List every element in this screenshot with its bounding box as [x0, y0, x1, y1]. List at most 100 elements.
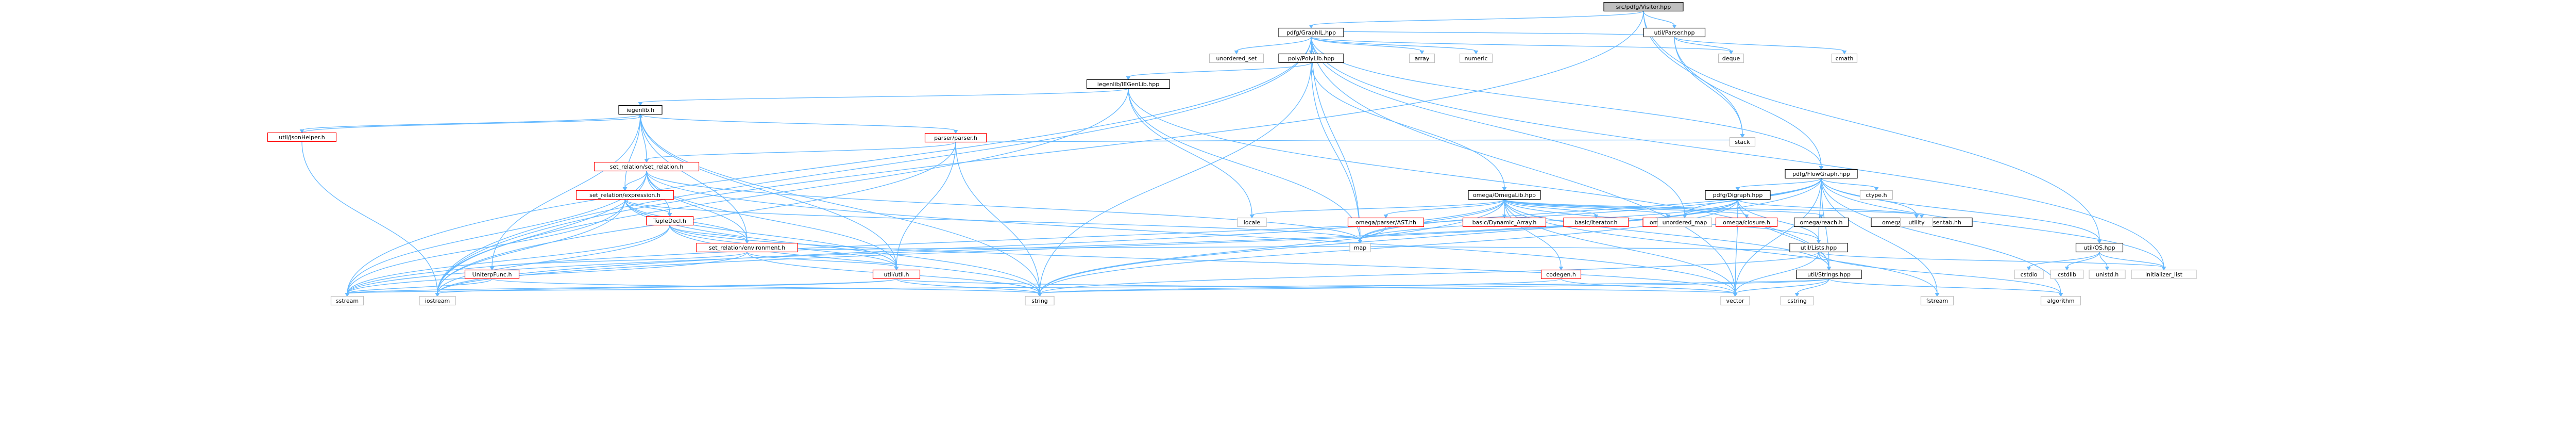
node-label: unordered_set	[1216, 55, 1257, 62]
node-label: omega/closure.h	[1723, 219, 1770, 226]
node-omegaclosure[interactable]: omega/closure.h	[1715, 217, 1778, 227]
edge-pdfgflow-to-uos	[1821, 178, 2102, 244]
node-label: array	[1415, 55, 1430, 62]
edge-graphil-to-deque	[1311, 36, 1734, 55]
node-box	[1715, 217, 1778, 227]
node-label: util/util.h	[884, 271, 909, 278]
node-label: util/Lists.hpp	[1801, 244, 1837, 251]
node-label: basic/Dynamic_Array.h	[1472, 219, 1537, 226]
node-layer: src/pdfg/Visitor.hpp pdfg/GraphIL.hpp util…	[267, 2, 2197, 306]
node-unordered_map: unordered_map	[1657, 217, 1713, 227]
node-label: TupleDecl.h	[653, 218, 686, 224]
node-iostream: iostream	[419, 296, 456, 306]
edge-iegenstr-to-iostream	[435, 88, 1129, 297]
node-setexpr[interactable]: set_relation/expression.h	[575, 190, 674, 200]
node-label: iostream	[425, 298, 450, 304]
node-codegen[interactable]: codegen.h	[1540, 269, 1582, 280]
node-label: pdfg/Digraph.hpp	[1713, 192, 1763, 199]
edge-polylib-to-iegenstr	[1126, 62, 1312, 80]
node-box	[1793, 217, 1849, 227]
edge-visitor-to-graphil	[1309, 10, 1644, 29]
node-setrel[interactable]: set_relation/set_relation.h	[594, 161, 700, 172]
edge-uos-to-initlist	[2099, 252, 2166, 271]
node-iegenstr[interactable]: iegenlib/IEGenLib.hpp	[1086, 79, 1171, 89]
node-box	[696, 242, 798, 253]
node-box	[1657, 217, 1713, 227]
edge-ustrings-to-string	[1037, 278, 1829, 297]
node-box	[2131, 269, 2197, 280]
node-uos[interactable]: util/OS.hpp	[2075, 242, 2124, 253]
node-label: util/OS.hpp	[2083, 244, 2115, 251]
edge-iegenstr-to-locale	[1128, 88, 1255, 219]
node-environment[interactable]: set_relation/environment.h	[696, 242, 798, 253]
node-box	[1718, 53, 1744, 63]
node-tupledecl[interactable]: TupleDecl.h	[646, 216, 694, 226]
edge-pdfgflow-to-sstream	[345, 178, 1822, 297]
node-numeric: numeric	[1459, 53, 1493, 63]
node-basiciter[interactable]: basic/Iterator.h	[1563, 217, 1629, 227]
node-polylib[interactable]: poly/PolyLib.hpp	[1278, 53, 1344, 63]
node-box	[2050, 269, 2084, 280]
node-omegalib[interactable]: omega/OmegaLib.hpp	[1468, 190, 1541, 200]
node-ulists[interactable]: util/Lists.hpp	[1789, 242, 1848, 253]
node-label: pdfg/FlowGraph.hpp	[1792, 171, 1850, 177]
node-label: set_relation/expression.h	[589, 192, 660, 199]
node-label: cstring	[1787, 298, 1807, 304]
node-label: iegenlib.h	[626, 107, 654, 113]
node-label: cmath	[1836, 55, 1854, 62]
node-box	[1785, 169, 1858, 179]
node-unordered_set: unordered_set	[1209, 53, 1264, 63]
edge-graphil-to-numeric	[1311, 36, 1479, 55]
node-parser[interactable]: parser/parser.h	[924, 133, 987, 143]
edge-setexpr-to-string	[624, 199, 1042, 297]
node-label: numeric	[1464, 55, 1487, 62]
node-basicdyn[interactable]: basic/Dynamic_Array.h	[1462, 217, 1547, 227]
node-jsonhelper[interactable]: util/jsonHelper.h	[267, 132, 337, 142]
node-box	[1705, 190, 1771, 200]
edge-environment-to-utilh	[747, 251, 899, 271]
node-label: vector	[1726, 298, 1744, 304]
edge-omegalib-to-omegaast	[1383, 199, 1505, 219]
edge-parser-to-setrel	[644, 141, 956, 163]
node-graphil[interactable]: pdfg/GraphIL.hpp	[1278, 27, 1344, 38]
node-omegareach[interactable]: omega/reach.h	[1793, 217, 1849, 227]
node-box	[1831, 53, 1858, 63]
node-label: pdfg/GraphIL.hpp	[1286, 29, 1336, 36]
node-box	[1603, 2, 1684, 12]
edge-iegenstr-to-iegenlibh	[638, 88, 1129, 106]
node-label: omega/OmegaLib.hpp	[1473, 192, 1536, 199]
node-label: poly/PolyLib.hpp	[1288, 55, 1334, 62]
node-box	[2040, 296, 2081, 306]
node-box	[575, 190, 674, 200]
edge-parser-to-string	[955, 142, 1042, 297]
node-ctype: ctype.h	[1859, 190, 1893, 200]
edge-pdfgflow-to-fstream	[1821, 178, 1940, 297]
node-box	[1086, 79, 1171, 89]
edge-omegalib-to-codegen	[1504, 199, 1564, 271]
node-box	[1720, 296, 1750, 306]
node-pdfgflow[interactable]: pdfg/FlowGraph.hpp	[1785, 169, 1858, 179]
edge-iegenlibh-to-jsonhelper	[299, 113, 641, 134]
node-label: omega/reach.h	[1800, 219, 1843, 226]
node-cstring: cstring	[1780, 296, 1814, 306]
node-ustrings[interactable]: util/Strings.hpp	[1796, 269, 1862, 280]
node-digraph[interactable]: pdfg/Digraph.hpp	[1705, 190, 1771, 200]
node-iegenlibh[interactable]: iegenlib.h	[618, 105, 663, 115]
node-box	[419, 296, 456, 306]
node-box	[924, 133, 987, 143]
node-visitor[interactable]: src/pdfg/Visitor.hpp	[1603, 2, 1684, 12]
node-box	[1780, 296, 1814, 306]
edge-ustrings-to-sstream	[345, 278, 1829, 297]
node-uniqueterms[interactable]: UniterpFunc.h	[464, 269, 520, 280]
node-sstream: sstream	[330, 296, 364, 306]
node-label: algorithm	[2047, 298, 2074, 304]
node-box	[1796, 269, 1862, 280]
node-label: util/Strings.hpp	[1807, 271, 1851, 278]
node-box	[464, 269, 520, 280]
edge-uparser-to-pdfgflow	[1674, 37, 1824, 170]
node-omegaast[interactable]: omega/parser/AST.hh	[1347, 217, 1425, 227]
edge-omegalib-to-locale	[1249, 199, 1505, 219]
node-utilh[interactable]: util/util.h	[872, 269, 921, 280]
node-uparser[interactable]: util/Parser.hpp	[1643, 27, 1706, 38]
node-utility: utility	[1900, 217, 1934, 227]
